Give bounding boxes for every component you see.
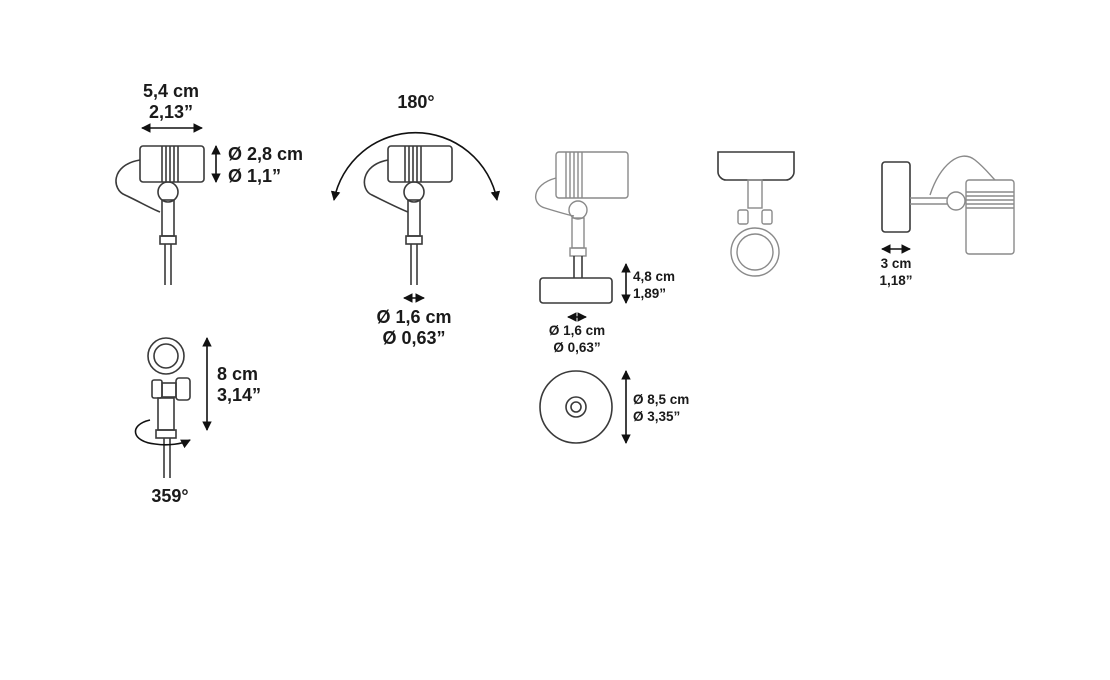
wall-depth-in-label: 1,18” [879,273,912,288]
rotation-angle-label: 180° [397,92,434,112]
lamp-rotation-view [363,145,453,285]
base-height-cm-label: 4,8 cm [633,269,675,284]
base-height-in-label: 1,89” [633,286,666,301]
width-in-label: 2,13” [149,102,193,122]
wall-depth-cm-label: 3 cm [881,256,912,271]
clamp-height-cm-label: 8 cm [217,364,258,384]
base-dia-cm-label: Ø 8,5 cm [633,392,689,407]
lamp-front-view [115,145,205,285]
base-dia-in-label: Ø 3,35” [633,409,680,424]
base-top-view [539,370,613,444]
clamp-height-in-label: 3,14” [217,385,261,405]
width-cm-label: 5,4 cm [143,81,199,101]
head-dia-cm-label: Ø 2,8 cm [228,144,303,164]
lamp-base-version [535,151,629,304]
lamp-clamp-view [147,337,191,478]
stem-dia-in-label: Ø 0,63” [382,328,445,348]
stem-dia-cm-label: Ø 1,6 cm [376,307,451,327]
lamp-wall-mount [881,155,1015,255]
lamp-ceiling-mount [717,151,795,277]
rotation-arc [330,131,501,201]
swivel-angle-label: 359° [151,486,188,506]
head-dia-in-label: Ø 1,1” [228,166,281,186]
base-stem-dia-in-label: Ø 0,63” [553,340,600,355]
swivel-arrow [134,419,191,449]
base-stem-dia-cm-label: Ø 1,6 cm [549,323,605,338]
